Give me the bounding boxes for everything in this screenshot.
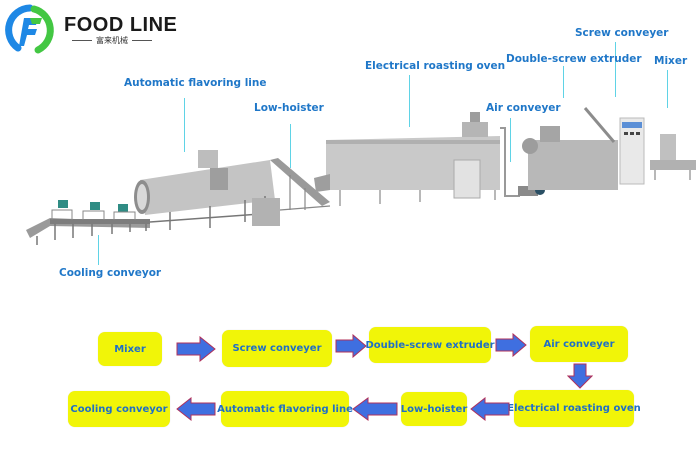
flow-step-screw-conveyer: Screw conveyer bbox=[222, 330, 332, 367]
production-line-illustration bbox=[26, 107, 696, 245]
cooling-conveyor-machine bbox=[26, 200, 150, 245]
brand-name: FOOD LINE bbox=[64, 14, 178, 36]
leader-line bbox=[184, 98, 185, 152]
leader-line bbox=[98, 235, 99, 265]
arrow-right-icon bbox=[176, 336, 216, 362]
mixer-machine bbox=[650, 134, 696, 180]
brand-subtitle-text: 富来机械 bbox=[96, 36, 128, 45]
arrow-right-icon bbox=[335, 334, 367, 358]
callout-mixer: Mixer bbox=[654, 55, 688, 67]
leader-line bbox=[510, 118, 511, 162]
callout-air-conveyer: Air conveyer bbox=[486, 102, 561, 114]
flow-step-air-conveyer: Air conveyer bbox=[530, 326, 628, 362]
callout-low-hoister: Low-hoister bbox=[254, 102, 324, 114]
arrow-right-icon bbox=[495, 333, 527, 357]
leader-line bbox=[409, 75, 410, 127]
leader-line bbox=[290, 124, 291, 168]
flow-step-mixer: Mixer bbox=[98, 332, 162, 366]
brand-logo: FOOD LINE 富来机械 bbox=[0, 0, 200, 60]
callout-automatic-flavoring-line: Automatic flavoring line bbox=[124, 77, 267, 89]
callout-double-screw-extruder: Double-screw extruder bbox=[506, 53, 642, 65]
flow-step-low-hoister: Low-hoister bbox=[401, 392, 467, 426]
flow-step-electrical-roasting-oven: Electrical roasting oven bbox=[507, 390, 641, 427]
low-hoister-machine bbox=[270, 158, 331, 211]
callout-electrical-roasting-oven: Electrical roasting oven bbox=[365, 60, 506, 72]
leader-line bbox=[667, 70, 668, 108]
arrow-left-icon bbox=[470, 397, 510, 421]
callout-cooling-conveyor: Cooling conveyor bbox=[59, 267, 162, 279]
leader-line bbox=[563, 66, 564, 98]
arrow-down-icon bbox=[567, 363, 593, 389]
food-line-logo-icon bbox=[5, 4, 54, 54]
double-screw-extruder-machine bbox=[522, 107, 618, 190]
arrow-left-icon bbox=[352, 397, 398, 421]
arrow-left-icon bbox=[176, 397, 216, 421]
callout-screw-conveyer: Screw conveyer bbox=[575, 27, 669, 39]
flow-step-double-screw-extruder: Double-screw extruder bbox=[365, 327, 495, 363]
roasting-oven-machine bbox=[314, 112, 500, 206]
brand-subtitle: 富来机械 bbox=[64, 35, 160, 46]
flavoring-drum-machine bbox=[134, 150, 280, 230]
leader-line bbox=[615, 42, 616, 97]
control-cabinet bbox=[619, 117, 645, 185]
flow-step-cooling-conveyor: Cooling conveyor bbox=[68, 391, 170, 427]
flow-step-automatic-flavoring-line: Automatic flavoring line bbox=[217, 391, 353, 427]
